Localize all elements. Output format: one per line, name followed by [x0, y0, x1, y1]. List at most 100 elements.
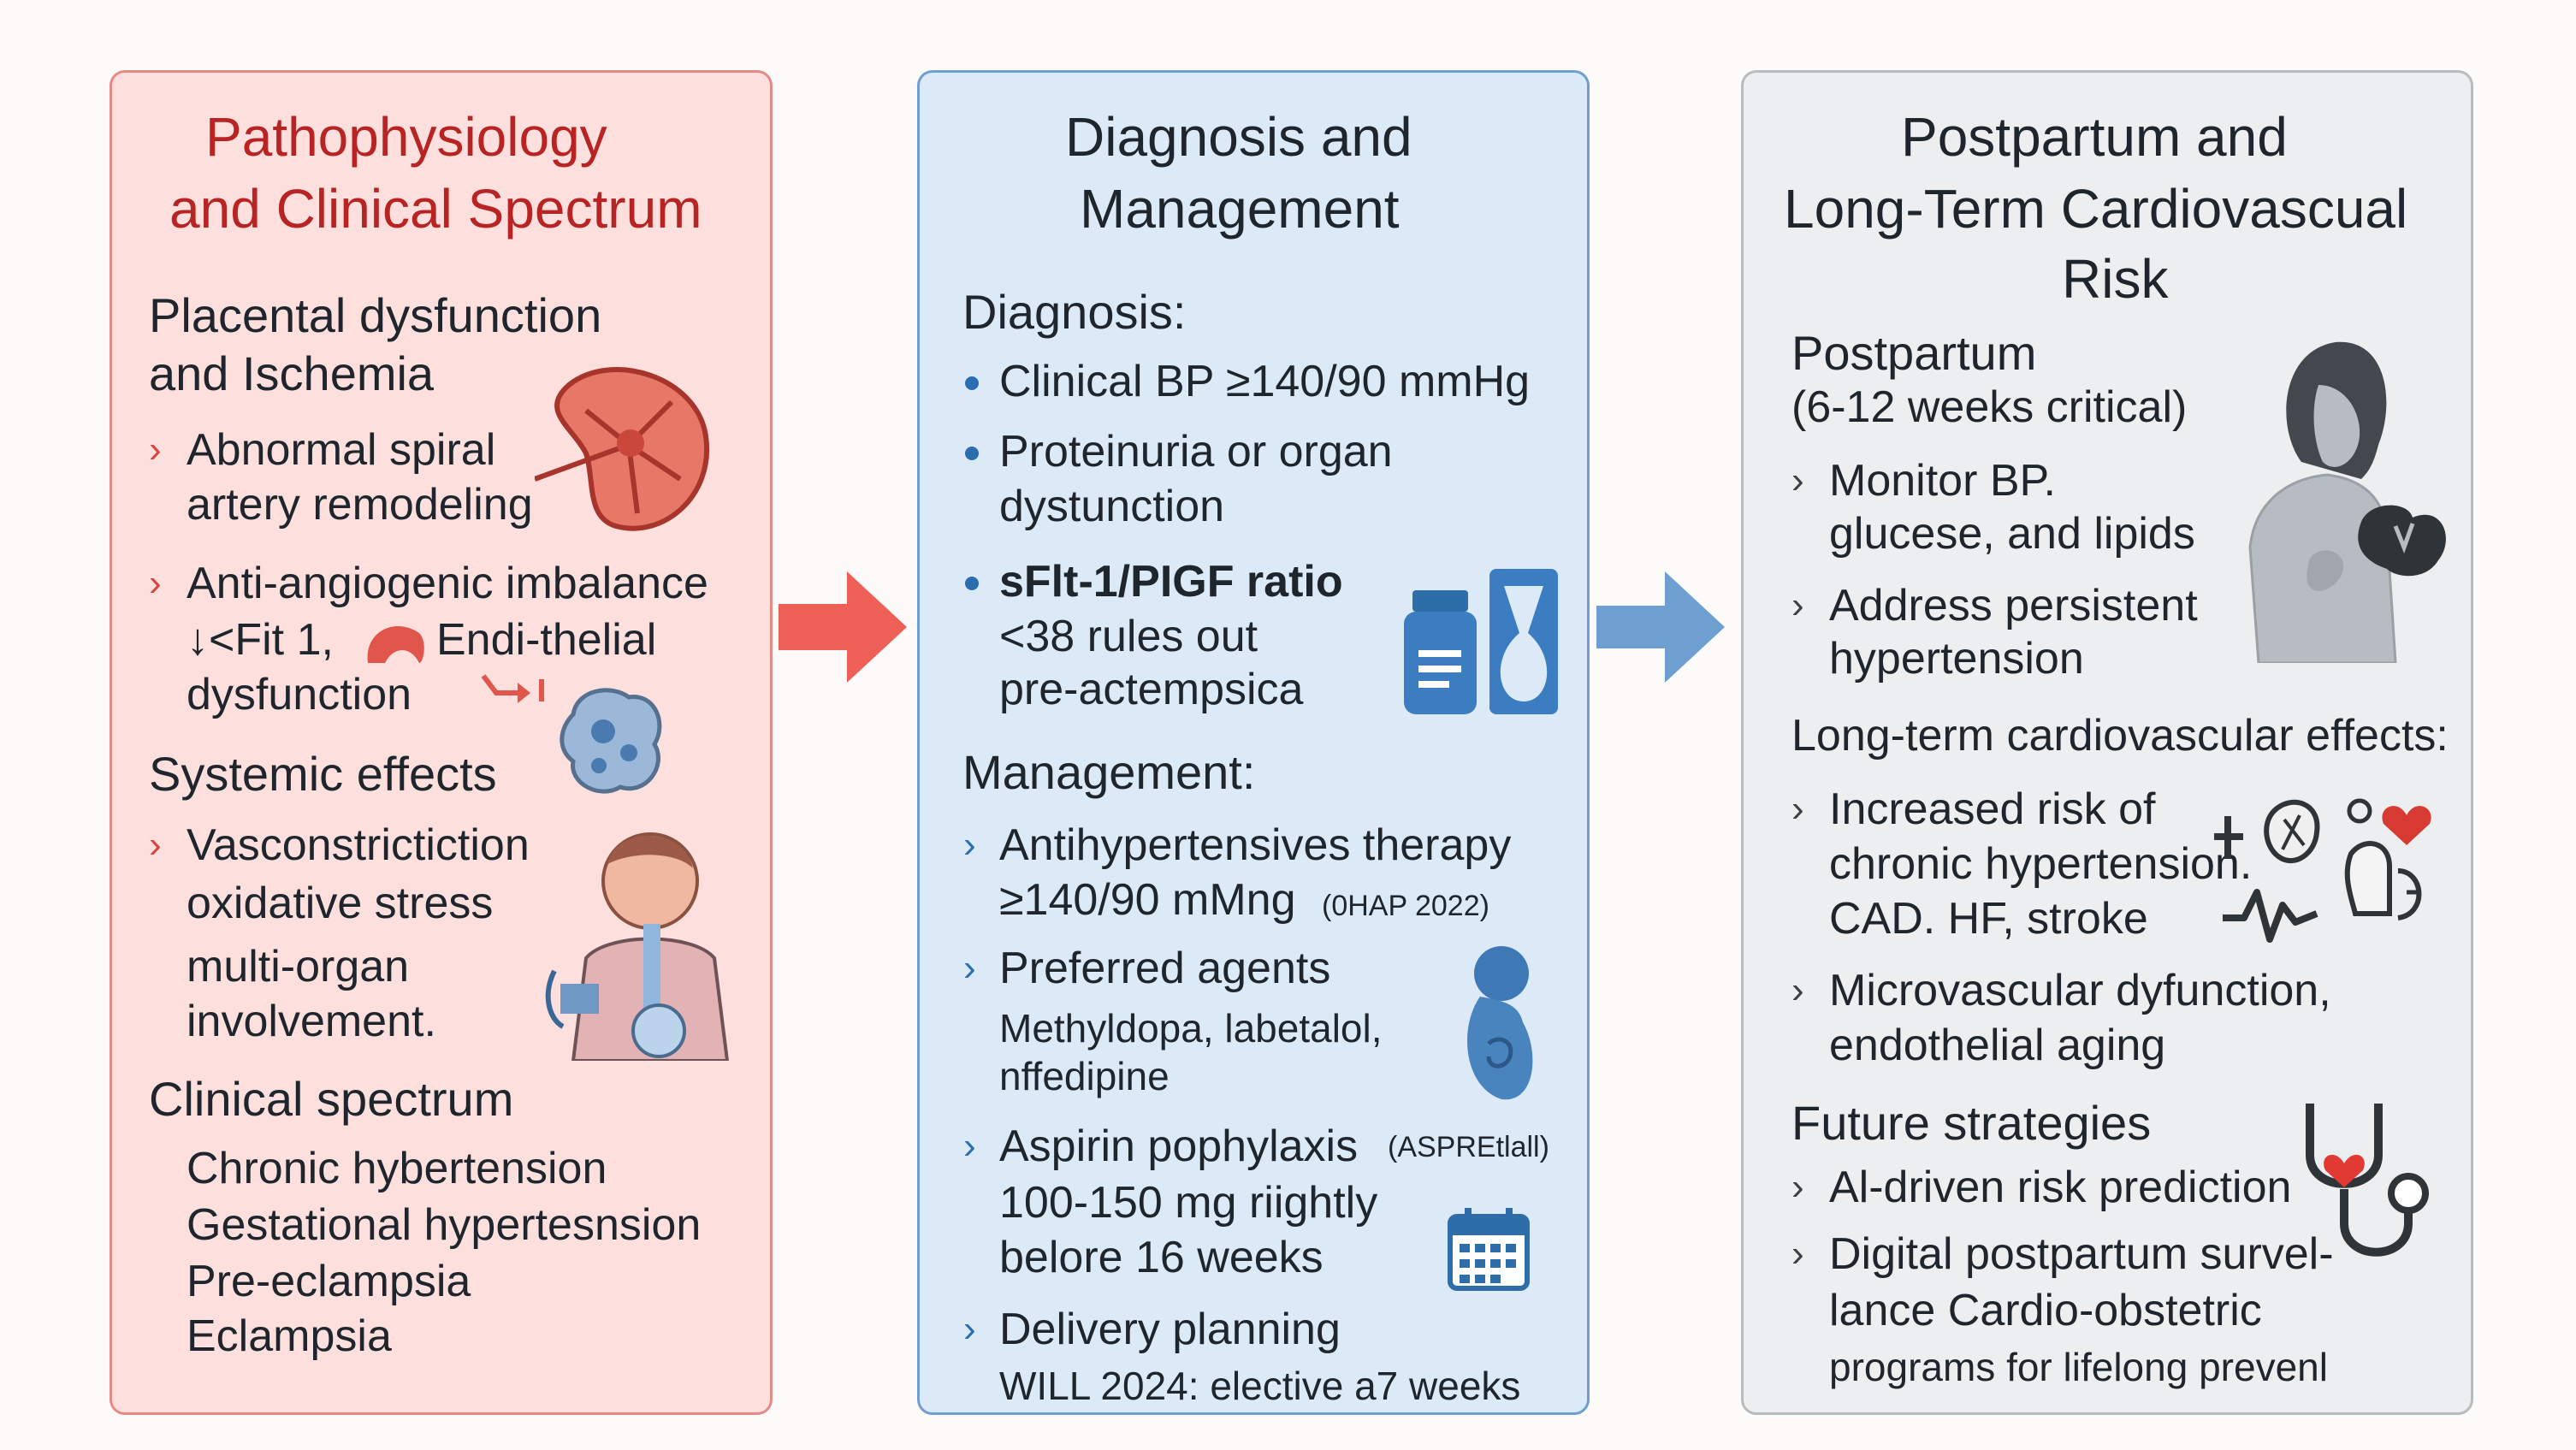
mgmt-agents-line2: Methyldopa, labetalol, — [999, 1006, 1383, 1051]
mgmt-agents-line1: Preferred agents — [999, 944, 1331, 993]
bullet-dot-icon — [965, 376, 979, 390]
chevron-icon: › — [149, 562, 162, 604]
mgmt-delivery-line1: Delivery planning — [999, 1305, 1341, 1354]
diagnosis-bp: Clinical BP ≥140/90 mmHg — [999, 357, 1531, 406]
bullet-antiangiogenic-line1: Anti-angiogenic imbalance — [187, 559, 708, 608]
spectrum-item: Pre-eclampsia — [187, 1257, 471, 1306]
chevron-icon: › — [963, 824, 976, 866]
kidney-icon — [2264, 799, 2320, 864]
bullet-systemic-line1: Vasconstrictiction — [187, 820, 530, 870]
bullet-systemic-line2: oxidative stress — [187, 879, 494, 928]
heartbeat-icon — [2223, 889, 2318, 943]
bullet-antiangiogenic-line2b: Endi-thelial — [436, 615, 657, 665]
brain-icon — [2347, 798, 2372, 824]
postpartum-subheading: (6-12 weeks critical) — [1791, 382, 2188, 432]
medicine-bottle-icon — [1404, 569, 1558, 714]
management-heading: Management: — [962, 745, 1256, 799]
diagnosis-sflt-line3: pre-actempsica — [999, 665, 1304, 714]
future-ai: Al-driven risk prediction — [1829, 1163, 2292, 1212]
mgmt-aspirin-line2: 100-150 mg riightly — [999, 1178, 1378, 1228]
bullet-antiangiogenic-line3: dysfunction — [187, 670, 412, 719]
bullet-systemic-line3: multi-organ — [187, 942, 410, 991]
longterm-risk-line1: Increased risk of — [1829, 784, 2156, 834]
woman-silhouette-icon — [2248, 341, 2446, 663]
calendar-icon — [1448, 1208, 1530, 1291]
chevron-icon: › — [1791, 584, 1804, 626]
bullet-dot-icon — [965, 447, 979, 460]
heart-icon — [2382, 806, 2431, 845]
postpartum-monitor-line1: Monitor BP. — [1829, 456, 2056, 506]
panel1-title-line1: Pathophysiology — [205, 106, 607, 168]
section-placental-line2: and Ischemia — [149, 346, 435, 400]
section-systemic: Systemic effects — [149, 747, 497, 801]
chevron-icon: › — [1791, 1166, 1804, 1208]
mgmt-aspirin-ref: (ASPREtlall) — [1388, 1131, 1549, 1163]
mgmt-delivery-line2: WILL 2024: elective a7 weeks — [999, 1364, 1521, 1408]
longterm-heading: Long-term cardiovascular effects: — [1791, 711, 2449, 761]
spectrum-item: Eclampsia — [187, 1311, 392, 1361]
panel3-title-line3: Risk — [2062, 248, 2169, 310]
chevron-icon: › — [1791, 788, 1804, 830]
bullet-dot-icon — [965, 577, 979, 590]
fetus-icon — [1467, 946, 1533, 1100]
longterm-micro-line1: Microvascular dyfunction, — [1829, 966, 2331, 1015]
chevron-icon: › — [963, 947, 976, 989]
spectrum-item: Gestational hypertesnsion — [187, 1200, 702, 1250]
mgmt-aspirin-line1: Aspirin pophylaxis — [999, 1122, 1359, 1171]
postpartum-address-line1: Address persistent — [1829, 581, 2198, 630]
figure-icon — [2344, 841, 2422, 920]
panel3-title-line2: Long-Term Cardiovascual — [1784, 178, 2408, 240]
mgmt-antihypertensive-ref: (0HAP 2022) — [1322, 890, 1489, 922]
cell-cluster-icon — [560, 688, 662, 794]
stethoscope-icon — [2306, 1104, 2429, 1257]
future-digital-line1: Digital postpartum survel- — [1829, 1229, 2334, 1279]
placenta-icon — [535, 367, 710, 531]
chevron-icon: › — [149, 429, 162, 471]
bullet-spiral-line2: artery remodeling — [187, 480, 533, 530]
bullet-systemic-line4: involvement. — [187, 997, 436, 1046]
chevron-icon: › — [1791, 459, 1804, 501]
mgmt-agents-line3: nffedipine — [999, 1054, 1170, 1098]
diagnosis-proteinuria-line1: Proteinuria or organ — [999, 427, 1393, 476]
longterm-risk-line3: CAD. HF, stroke — [1829, 894, 2148, 944]
chevron-icon: › — [149, 824, 162, 866]
chevron-icon: › — [963, 1308, 976, 1350]
chevron-icon: › — [1791, 1233, 1804, 1275]
diagnosis-heading: Diagnosis: — [962, 285, 1187, 339]
panel3-title-line1: Postpartum and — [1901, 106, 2288, 168]
future-heading: Future strategies — [1791, 1096, 2152, 1150]
diagnosis-sflt-line1: sFlt-1/PIGF ratio — [999, 557, 1343, 607]
panel1-title-line2: and Clinical Spectrum — [169, 178, 702, 240]
mgmt-antihypertensive-line1: Antihypertensives therapy — [999, 820, 1512, 870]
future-digital-line2: lance Cardio-obstetric — [1829, 1286, 2262, 1335]
longterm-risk-line2: chronic hypertension. — [1829, 839, 2253, 889]
organ-icon-cluster — [2214, 798, 2431, 943]
mgmt-antihypertensive-line2: ≥140/90 mMng — [999, 875, 1296, 925]
postpartum-address-line2: hypertension — [1829, 634, 2084, 684]
flow-arrow-1 — [779, 571, 907, 683]
mgmt-aspirin-line3: belore 16 weeks — [999, 1233, 1324, 1282]
arrow-indicator-icon — [481, 674, 544, 703]
postpartum-heading: Postpartum — [1791, 326, 2037, 380]
section-clinical-spectrum: Clinical spectrum — [149, 1072, 514, 1126]
enzyme-icon — [367, 626, 424, 663]
bullet-antiangiogenic-line2a: ↓<Fit 1, — [187, 615, 334, 665]
bullet-spiral-line1: Abnormal spiral — [187, 425, 496, 475]
diagnosis-sflt-line2: <38 rules out — [999, 612, 1258, 661]
panel2-title-line2: Management — [1080, 178, 1400, 240]
postpartum-risk-panel — [1741, 70, 2473, 1415]
pathophysiology-panel — [110, 70, 773, 1415]
patient-icon — [545, 832, 730, 1061]
chevron-icon: › — [963, 1125, 976, 1167]
diagnosis-proteinuria-line2: dystunction — [999, 482, 1225, 531]
flow-arrow-2 — [1596, 571, 1725, 683]
diagnosis-management-panel — [917, 70, 1590, 1415]
panel2-title-line1: Diagnosis and — [1065, 106, 1412, 168]
future-digital-line3: programs for lifelong prevenl — [1829, 1345, 2328, 1389]
longterm-micro-line2: endothelial aging — [1829, 1021, 2166, 1070]
plus-icon — [2214, 816, 2243, 859]
section-placental-line1: Placental dysfunction — [149, 288, 602, 342]
chevron-icon: › — [1791, 969, 1804, 1011]
postpartum-monitor-line2: glucese, and lipids — [1829, 509, 2195, 559]
spectrum-item: Chronic hybertension — [187, 1144, 607, 1193]
